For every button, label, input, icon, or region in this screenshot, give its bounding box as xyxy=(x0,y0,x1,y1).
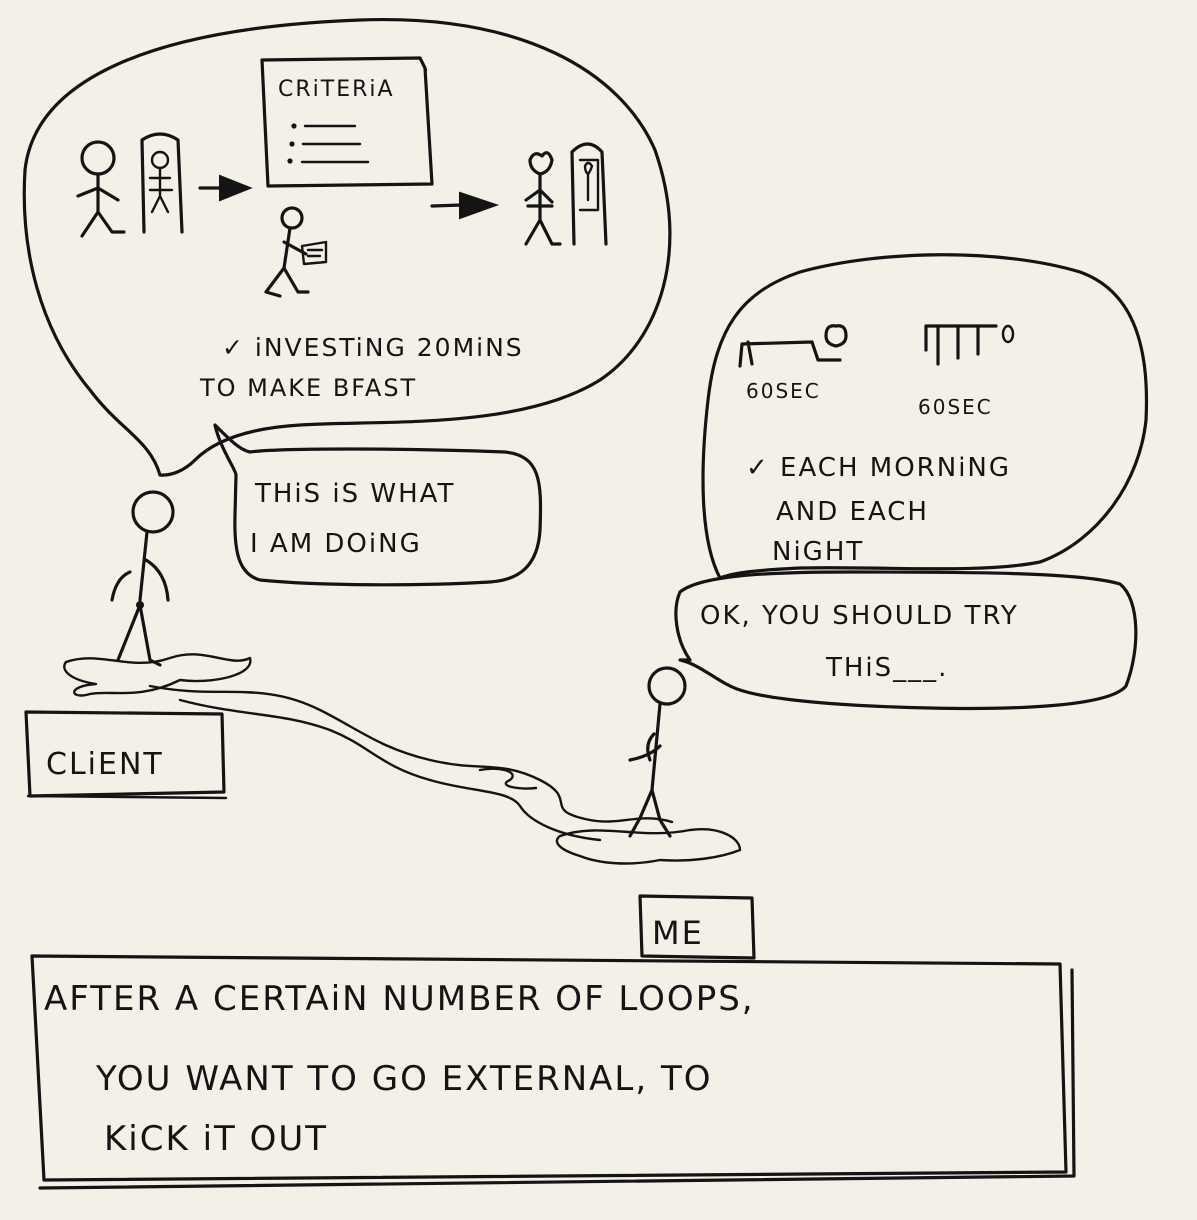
client-ground-scribble xyxy=(63,653,252,697)
me-bubble-note-line2: AND EACH xyxy=(776,497,929,527)
caption-line2: YOU WANT TO GO EXTERNAL, TO xyxy=(95,1059,712,1099)
arrow-right-icon xyxy=(198,174,253,202)
caption-line1: AFTER A CERTAiN NUMBER OF LOOPS, xyxy=(44,979,755,1019)
exercise-figure-left xyxy=(738,324,848,368)
winding-path xyxy=(148,684,674,824)
me-thought-bubble xyxy=(701,253,1149,580)
caption-box: AFTER A CERTAiN NUMBER OF LOOPS, YOU WAN… xyxy=(30,954,1076,1190)
arrow-right-icon xyxy=(430,191,500,220)
winding-path-edge xyxy=(178,698,602,842)
client-label-box: CLiENT xyxy=(24,710,228,800)
client-bubble-note-line2: TO MAKE BFAST xyxy=(199,374,417,402)
me-speech-line2: THiS___. xyxy=(825,653,948,683)
mirror-before xyxy=(140,132,184,234)
path-squiggle xyxy=(478,767,538,790)
me-bubble-note-line1: ✓ EACH MORNiNG xyxy=(746,453,1011,483)
timer-left: 60SEC xyxy=(746,379,821,403)
criteria-board: CRiTERiA xyxy=(260,56,434,188)
caption-line3: KiCK iT OUT xyxy=(104,1119,328,1159)
me-label-box: ME xyxy=(638,894,756,960)
me-label: ME xyxy=(652,914,704,952)
criteria-label: CRiTERiA xyxy=(278,77,395,102)
me-bubble-note-line3: NiGHT xyxy=(772,537,864,567)
person-before xyxy=(76,140,126,238)
timer-right: 60SEC xyxy=(918,395,993,419)
client-speech-line2: I AM DOiNG xyxy=(250,529,422,559)
client-bubble-note-line1: ✓ iNVESTiNG 20MiNS xyxy=(222,333,524,362)
client-label: CLiENT xyxy=(46,747,164,782)
client-figure xyxy=(110,490,175,667)
exercise-figure-right xyxy=(924,324,1015,366)
mirror-after xyxy=(570,142,608,246)
me-figure xyxy=(628,666,687,838)
evaluator-figure xyxy=(264,206,328,298)
person-after xyxy=(524,151,562,246)
client-speech-line1: THiS iS WHAT xyxy=(254,479,455,509)
me-ground-scribble xyxy=(555,828,742,865)
client-speech-bubble xyxy=(213,423,543,587)
me-speech-bubble xyxy=(674,570,1138,711)
client-thought-bubble xyxy=(22,17,672,477)
me-speech-line1: OK, YOU SHOULD TRY xyxy=(700,601,1019,631)
